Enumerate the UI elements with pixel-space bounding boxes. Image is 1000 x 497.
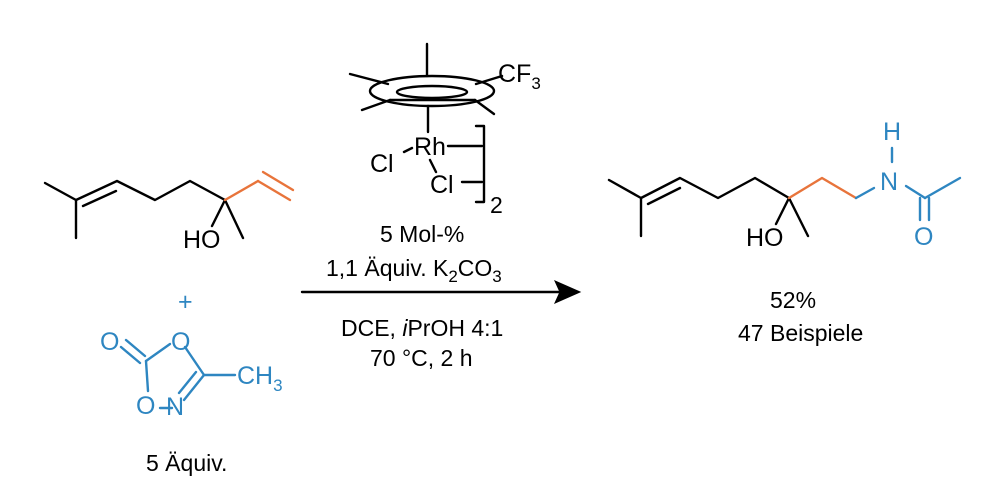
catalyst-dimer-subscript: 2 <box>490 192 503 218</box>
dioxazolone-ring-o-bottom: O <box>136 392 155 420</box>
dioxazolone-c5-n-double-b <box>177 370 198 395</box>
cp-methyl-lower-right <box>473 98 496 116</box>
product-orange-ethylene <box>787 176 858 200</box>
dioxazolone-ring-o-top: O <box>171 328 190 356</box>
cp-cf3-bond <box>474 74 504 86</box>
substrate-methyl-bond <box>223 198 245 240</box>
dioxazolone-methyl-label: CH3 <box>237 362 283 395</box>
catalyst-cl-bridge-label: Cl <box>430 171 454 199</box>
plus-sign: + <box>178 288 193 316</box>
catalyst-loading: 5 Mol-% <box>380 221 464 247</box>
catalyst-cl-left-label: Cl <box>370 150 394 178</box>
product-nh-nitrogen: N <box>880 168 898 196</box>
cp-aromatic-circle <box>395 84 469 100</box>
product-amide-oxygen: O <box>914 223 933 251</box>
temperature-time: 70 °C, 2 h <box>370 345 473 371</box>
substrate-chain-bonds <box>74 179 227 202</box>
substrate-vinyl-bond <box>223 179 260 202</box>
dioxazolone-carbonyl-o: O <box>100 328 119 356</box>
substrate-vinyl-group <box>223 170 295 202</box>
substrate-vinyl-double-bond-a <box>256 179 292 202</box>
product-alkene-double-bond <box>646 186 682 206</box>
substrate-c-oh-bond <box>210 198 227 228</box>
product-acetyl-methyl-bond <box>923 176 962 200</box>
dioxazolone-c5-n-double-a <box>182 373 206 402</box>
product-oh-label: HO <box>746 224 784 252</box>
cp-methyl-upper-left <box>348 72 390 86</box>
product-nh-hydrogen: H <box>883 118 901 146</box>
dimer-bracket <box>474 124 486 204</box>
dioxazolone-o-c2-bond <box>144 359 150 393</box>
catalyst-structure <box>348 42 504 204</box>
base-conditions: 1,1 Äquiv. K2CO3 <box>326 255 502 286</box>
product-example-count: 47 Beispiele <box>738 320 863 346</box>
dioxazolone-c2-o1-bond <box>144 342 172 363</box>
substrate-skeleton-bonds <box>43 181 78 240</box>
reagent-amount: 5 Äquiv. <box>146 450 227 476</box>
product-structure <box>607 176 810 238</box>
catalyst-cf3-label: CF3 <box>498 60 541 93</box>
catalyst-rh-label: Rh <box>414 133 446 161</box>
substrate-oh-label: HO <box>183 226 221 254</box>
product-chain-bonds <box>639 176 791 200</box>
dioxazolone-o1-c5-bond <box>183 345 206 377</box>
substrate-vinyl-double-bond-b <box>261 170 295 192</box>
dioxazolone-co-double-a <box>124 338 147 358</box>
rh-cl-bridge-bond <box>428 158 438 174</box>
reaction-arrow-head <box>554 280 582 304</box>
reaction-arrow <box>300 280 582 304</box>
dioxazolone-structure <box>119 338 237 410</box>
dioxazolone-co-double-b <box>119 345 142 365</box>
cp-methyl-lower-left <box>360 98 392 112</box>
product-skeleton-bonds <box>607 178 643 238</box>
product-methyl-bond <box>787 196 810 238</box>
product-n-c-bond <box>904 184 927 200</box>
solvent-conditions: DCE, iPrOH 4:1 <box>341 315 503 341</box>
product-c-n-bond <box>854 186 876 200</box>
product-acetamide-group <box>854 146 962 222</box>
product-c-oh-bond <box>774 196 791 226</box>
dioxazolone-ring-n: N <box>166 393 184 421</box>
substrate-structure <box>43 179 245 240</box>
cp-ring-outer <box>368 74 496 108</box>
substrate-alkene-double-bond <box>81 189 118 208</box>
rh-cl-left-bond <box>402 146 414 154</box>
product-new-cc-bonds <box>787 176 858 200</box>
product-yield: 52% <box>770 287 816 313</box>
